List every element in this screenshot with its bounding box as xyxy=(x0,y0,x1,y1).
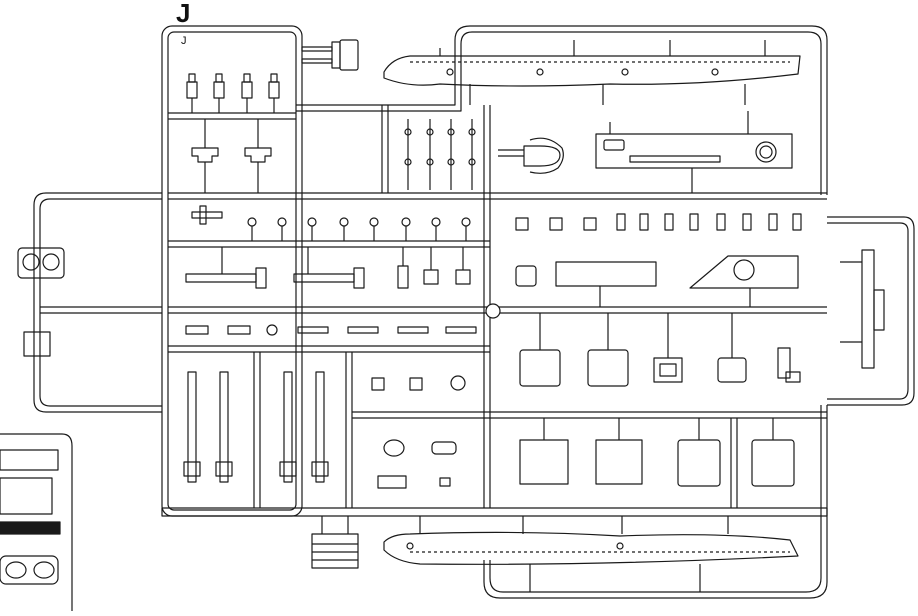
part-row-small-1 xyxy=(186,73,280,113)
part-row-clips xyxy=(185,324,477,336)
part-row-blocks xyxy=(515,213,802,231)
part-deck-panel xyxy=(595,111,793,193)
lower-side-skirt xyxy=(383,516,799,592)
photo-etch-fragment xyxy=(0,433,73,611)
part-row-tubes xyxy=(185,247,471,289)
sprue-tag-label: J xyxy=(181,35,187,47)
top-connector-part xyxy=(301,39,359,71)
part-row-pins xyxy=(404,119,476,190)
sprue-title: J xyxy=(176,0,191,28)
part-row-rods xyxy=(183,371,329,483)
right-wing-part xyxy=(840,249,885,369)
sprue-frame xyxy=(33,25,915,599)
part-row-cabinets xyxy=(519,418,795,487)
part-row-rounds xyxy=(191,205,471,241)
part-horseshoe xyxy=(498,137,564,174)
part-ladder xyxy=(311,516,359,569)
part-row-shields xyxy=(519,313,801,387)
part-row-small-bottom xyxy=(371,375,466,489)
part-row-brackets xyxy=(191,119,272,193)
upper-side-skirt xyxy=(383,40,801,105)
part-box-and-wedge xyxy=(515,255,799,307)
left-wing-parts xyxy=(17,247,65,357)
